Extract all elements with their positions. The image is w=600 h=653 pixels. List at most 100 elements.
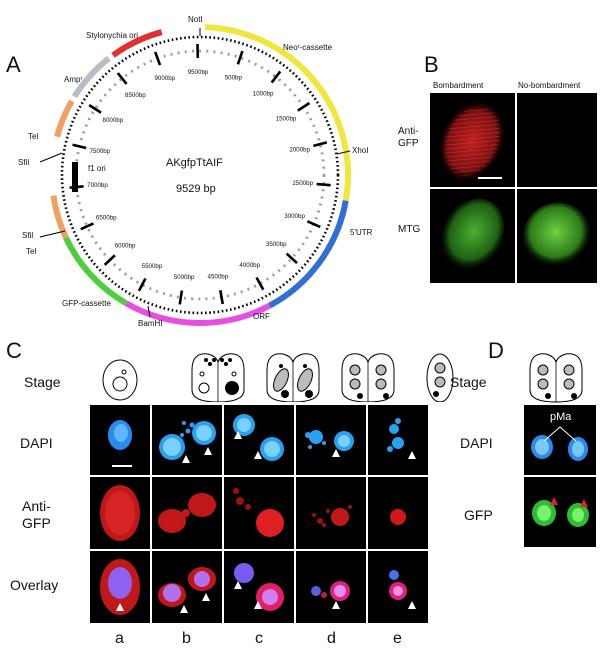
bp-tick-label: 5500bp (142, 263, 163, 270)
feature-sfi-top: Sfil (18, 158, 30, 167)
bp-tick-label: 4000bp (239, 262, 260, 269)
panel-c-overlay-d (296, 551, 366, 623)
bp-tick-label: 6000bp (115, 243, 136, 250)
bp-tick (270, 70, 282, 84)
stage-e-diagram (426, 353, 454, 402)
panel-c-stage-diagrams (102, 353, 454, 402)
bp-tick-label: 1000bp (253, 91, 274, 98)
panel-d-row-gfp: GFP (464, 507, 493, 523)
panel-c-overlay-e (368, 551, 428, 623)
panel-c-gfp-d (296, 477, 366, 549)
panel-letter-b: B (424, 52, 439, 77)
panel-c-dapi-b (152, 405, 222, 475)
panel-d-row-dapi: DAPI (460, 435, 493, 451)
panel-c-gfp-b (152, 477, 222, 549)
panel-b-col-bombardment: Bombardment (433, 81, 484, 90)
arc-amp (71, 56, 111, 99)
feature-tel-bottom: Tel (26, 247, 37, 256)
feature-tel-top: Tel (28, 132, 39, 141)
panel-c-gfp-a (90, 477, 150, 549)
panel-d-gfp-image (524, 477, 596, 547)
panel-c-col-e: e (393, 630, 402, 647)
panel-c-gfp-c (224, 477, 294, 549)
panel-c-col-b: b (182, 630, 191, 647)
bp-tick-label: 2500bp (292, 180, 313, 187)
bp-tick (80, 222, 95, 231)
panel-letter-a: A (6, 52, 21, 77)
cell-red-striated (439, 102, 505, 180)
cell-green-mtg-2 (523, 202, 591, 268)
bp-tick (178, 290, 184, 305)
bp-tick-label: 3000bp (284, 213, 305, 220)
panel-c-overlay-b (152, 551, 222, 623)
bp-tick (72, 143, 87, 150)
bp-tick-label: 1500bp (276, 115, 297, 122)
bp-tick (236, 50, 244, 65)
arc-tel-top (54, 99, 75, 138)
feature-gfp: GFP-cassette (62, 299, 111, 308)
panel-c-row-dapi: DAPI (20, 435, 53, 451)
bp-tick-label: 5000bp (174, 274, 195, 281)
feature-bamhi: BamHI (138, 319, 163, 328)
bp-tick (316, 182, 331, 187)
panel-c-dapi-d (296, 405, 366, 475)
bp-tick (312, 141, 328, 148)
panel-b-no-bombardment-anti-gfp-image (517, 93, 597, 187)
bp-tick-label: 500bp (225, 75, 243, 82)
bp-tick (306, 220, 321, 229)
panel-c-overlay-a (90, 551, 150, 623)
plasmid-size: 9529 bp (176, 183, 216, 195)
bp-tick-label: 4500bp (208, 273, 229, 280)
panel-b-no-bombardment-mtg-image (517, 189, 597, 283)
stage-b-diagram (191, 353, 245, 402)
arc-gfp (63, 236, 128, 306)
feature-amp: Ampʳ (64, 75, 83, 84)
bp-tick (297, 101, 311, 112)
arc-tel-bottom (50, 195, 69, 239)
bp-tick (285, 252, 298, 265)
bp-tick-label: 9000bp (154, 75, 175, 82)
bp-tick-label: 8000bp (103, 117, 124, 124)
bp-tick-label: 9500bp (188, 69, 209, 76)
bp-tick-label: 6500bp (96, 215, 117, 222)
bp-tick (255, 276, 265, 291)
f1-ori-bar (72, 162, 78, 192)
panel-c-col-d: d (327, 630, 336, 647)
panel-b-bombardment-anti-gfp-image (430, 93, 515, 187)
scale-bar (478, 177, 502, 179)
plasmid-name: AKgfpTtAIF (166, 157, 223, 169)
panel-b-col-no-bombardment: No-bombardment (518, 81, 581, 90)
panel-c-overlay-c (224, 551, 294, 623)
plasmid-inner-ring (60, 35, 340, 315)
panel-b-row-mtg: MTG (398, 224, 421, 235)
panel-c-gfp-e (368, 477, 428, 549)
feature-neo: Neoʳ-cassette (283, 43, 333, 52)
arc-orf (124, 300, 271, 326)
feature-stylonychia: Stylonychia ori (86, 31, 139, 40)
plasmid-bp-ring (74, 49, 326, 301)
panel-c-row-anti-gfp: Anti-GFP (22, 498, 51, 531)
bp-tick (88, 104, 102, 114)
bp-tick (154, 51, 162, 66)
stage-a-diagram (102, 359, 138, 401)
arc-neo (205, 24, 351, 202)
bp-tick-label: 8500bp (125, 92, 146, 99)
panel-letter-c: C (6, 338, 22, 363)
panel-c-col-c: c (255, 630, 263, 647)
panel-c-col-a: a (115, 630, 124, 647)
arc-utr (268, 200, 349, 309)
bp-tick (116, 72, 128, 85)
pma-label: pMa (550, 411, 572, 423)
panel-c-dapi-c (224, 405, 294, 475)
bp-tick-label: 3500bp (266, 241, 287, 248)
cell-green-mtg (439, 198, 505, 272)
bp-tick-label: 7000bp (87, 182, 108, 189)
feature-xhoi: XhoI (352, 146, 369, 155)
panel-c-dapi-e (368, 405, 428, 475)
bp-tick (219, 289, 225, 305)
bp-tick-label: 7500bp (89, 148, 110, 155)
panel-c-dapi-a (90, 405, 150, 475)
feature-sfi-bottom: Sfil (22, 231, 34, 240)
bp-tick-label: 2000bp (289, 146, 310, 153)
feature-f1ori: f1 ori (88, 164, 106, 173)
